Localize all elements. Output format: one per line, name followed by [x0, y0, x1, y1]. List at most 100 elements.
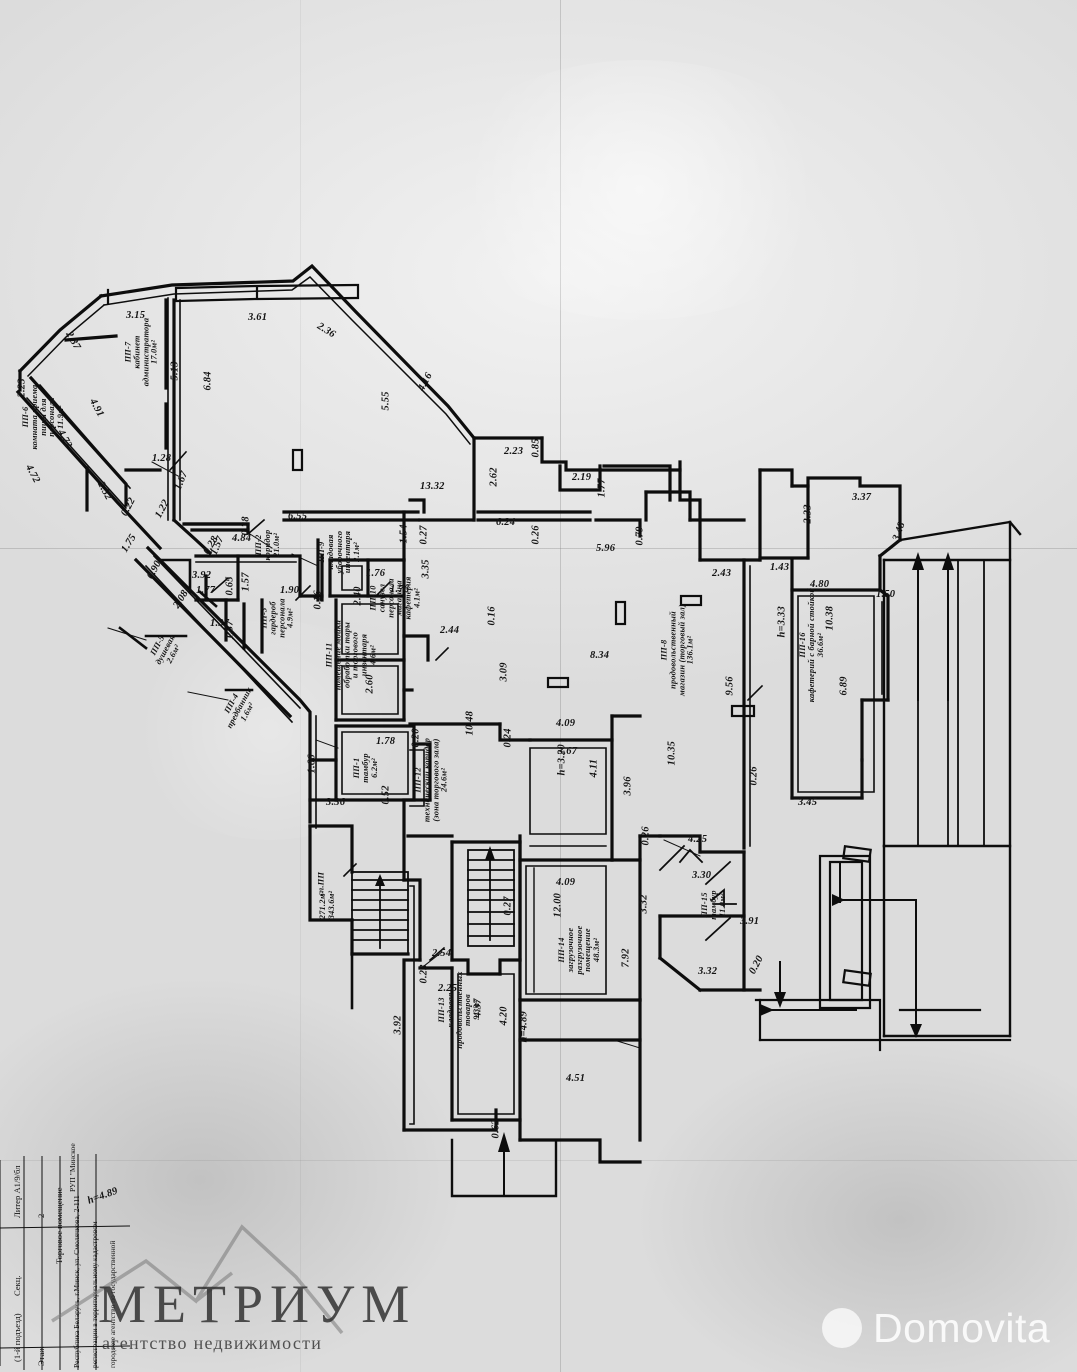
dimension-label: 0.27 — [502, 896, 514, 916]
dimension-label: 1.66 — [306, 754, 318, 774]
title-block-agency: городское агентство по государственной — [108, 1240, 117, 1368]
room-label: ПП-14 загрузочное разгрузочное помещение… — [556, 925, 602, 975]
dimension-label: 0.65 — [224, 576, 236, 596]
dimension-label: 6.24 — [496, 517, 516, 528]
dimension-label: 0.26 — [530, 525, 542, 545]
dimension-label: 3.15 — [126, 310, 146, 321]
dimension-label: 1.78 — [376, 736, 396, 747]
dimension-label: 0.79 — [634, 526, 646, 546]
title-block-floor: Этаж — [36, 1346, 46, 1366]
dimension-label: 4.09 — [556, 877, 576, 888]
dimension-label: 13.32 — [420, 481, 445, 492]
dimension-label: 3.45 — [798, 797, 818, 808]
dimension-label: 3.61 — [248, 312, 268, 323]
dimension-label: 6.84 — [202, 371, 214, 391]
room-label: ПП-6 комната приема пищи для персонала 1… — [20, 384, 66, 450]
room-label: ПП-10 санузел персонала магазина кафетер… — [368, 576, 422, 620]
dimension-label: 2.23 — [504, 446, 524, 457]
dimension-label: 7.92 — [620, 948, 632, 968]
dimension-label: 8.34 — [590, 650, 610, 661]
dimension-label: 3.96 — [622, 776, 634, 796]
dimension-label: 0.85 — [530, 438, 542, 458]
dimension-label: 3.92 — [192, 570, 212, 581]
dimension-label: 3.30 — [692, 870, 712, 881]
dimension-label: 1.77 — [596, 478, 608, 498]
dimension-label: 0.62 — [490, 1119, 502, 1139]
dimension-label: 0.52 — [380, 785, 392, 805]
dimension-label: 4.84 — [232, 533, 252, 544]
dimension-label: 1.57 — [240, 572, 252, 592]
dimension-label: 4.25 — [688, 834, 708, 845]
dimension-label: 0.26 — [640, 826, 652, 846]
dimension-label: 5.55 — [380, 391, 392, 411]
ceiling-height-label: h=3.33 — [776, 606, 788, 638]
dimension-label: 1.77 — [196, 585, 216, 596]
dimension-label: 2.40 — [352, 586, 364, 606]
dimension-label: 0.28 — [240, 516, 252, 536]
dimension-label: 1.54 — [398, 524, 410, 544]
dimension-label: 2.62 — [488, 467, 500, 487]
room-label: ПП-11 помещение мойки обработки тары и т… — [324, 619, 378, 691]
dimension-label: 1.43 — [770, 562, 790, 573]
dimension-label: 3.36 — [326, 797, 346, 808]
ceiling-height-label: h=3.20 — [556, 744, 568, 776]
title-block-entrance: (1-й подъезд) — [12, 1313, 22, 1362]
dimension-label: 1.50 — [876, 589, 896, 600]
room-label: ПП-13 кладовая продовольственных товаров… — [436, 971, 482, 1049]
dimension-label: 2.33 — [802, 504, 814, 524]
title-block-number: 2 — [36, 1213, 46, 1218]
title-block-owner: РУП "Минское — [68, 1143, 77, 1192]
dimension-label: 4.20 — [498, 1006, 510, 1026]
dimension-label: 10.35 — [666, 740, 678, 766]
title-block: Литер А1/9/бл Секц. (1-й подъезд) 2 Этаж… — [0, 1143, 130, 1372]
room-label: ПП-8 продовольственный магазин (торговый… — [659, 604, 695, 696]
ceiling-height-label: h=4.89 — [518, 1011, 530, 1043]
dimension-label: 3.91 — [740, 916, 760, 927]
room-label: ПП-12 технический коридор (зона торговог… — [413, 737, 449, 823]
dimension-label: 6.89 — [838, 676, 850, 696]
dimension-label: 4.51 — [566, 1073, 586, 1084]
dimension-label: 0.23 — [418, 964, 430, 984]
dimension-label: 0.26 — [748, 766, 760, 786]
dimension-label: 5.96 — [596, 543, 616, 554]
dimension-label: 0.16 — [486, 606, 498, 626]
room-label: ПП-15 тамбур 11.0м² — [699, 890, 727, 920]
dimension-label: 3.67 — [558, 746, 578, 757]
room-label: ПП-7 кабинет администратора 17.0м² — [123, 317, 159, 387]
title-block-registration: регистрации в территориальному кадастров… — [90, 1221, 99, 1368]
title-block-address: Республика Беларусь, г.Минск, ул. Смоляч… — [72, 1195, 81, 1368]
dimension-label: 2.43 — [712, 568, 732, 579]
room-label: ПП-16 кафетерий с барной стойкой 36.6м² — [797, 587, 825, 703]
dimension-label: 1.76 — [390, 584, 410, 595]
dimension-label: 9.56 — [724, 676, 736, 696]
dimension-label: 1.37 — [210, 618, 230, 629]
dimension-label: 1.28 — [152, 453, 172, 464]
dimension-label: 4.80 — [810, 579, 830, 590]
dimension-label: 3.92 — [392, 1015, 404, 1035]
room-label: ПП-9 кладовая уборочного инвентаря 2.1м² — [316, 530, 362, 574]
room-label: ПП-1 тамбур 6.2м² — [351, 753, 379, 783]
dimension-label: 6.55 — [288, 511, 308, 522]
room-label: ПП-3 гардероб персонала 4.9м² — [259, 598, 295, 638]
dimension-label: 2.25 — [438, 983, 458, 994]
dimension-label: 5.13 — [169, 361, 181, 381]
title-block-section: Секц. — [12, 1275, 22, 1296]
dimension-label: 2.54 — [432, 948, 452, 959]
dimension-label: 1.57 — [224, 620, 236, 640]
dimension-label: 10.48 — [464, 710, 476, 736]
dimension-label: 3.37 — [852, 492, 872, 503]
title-block-premises-type: Торговое помещение — [54, 1187, 64, 1264]
dimension-label: 0.24 — [502, 728, 514, 748]
room-label: ПП-2 коридор 21.0м² — [253, 529, 281, 561]
dimension-label: 3.32 — [638, 894, 650, 914]
dimension-label: 4.11 — [588, 758, 600, 778]
dimension-label: 2.44 — [440, 625, 460, 636]
dimension-label: 0.16 — [312, 590, 324, 610]
dimension-label: 10.38 — [824, 605, 836, 631]
dimension-label: 2.19 — [572, 472, 592, 483]
title-block-liter: Литер А1/9/бл — [12, 1165, 22, 1218]
dimension-label: 3.32 — [698, 966, 718, 977]
dimension-label: 1.90 — [280, 585, 300, 596]
